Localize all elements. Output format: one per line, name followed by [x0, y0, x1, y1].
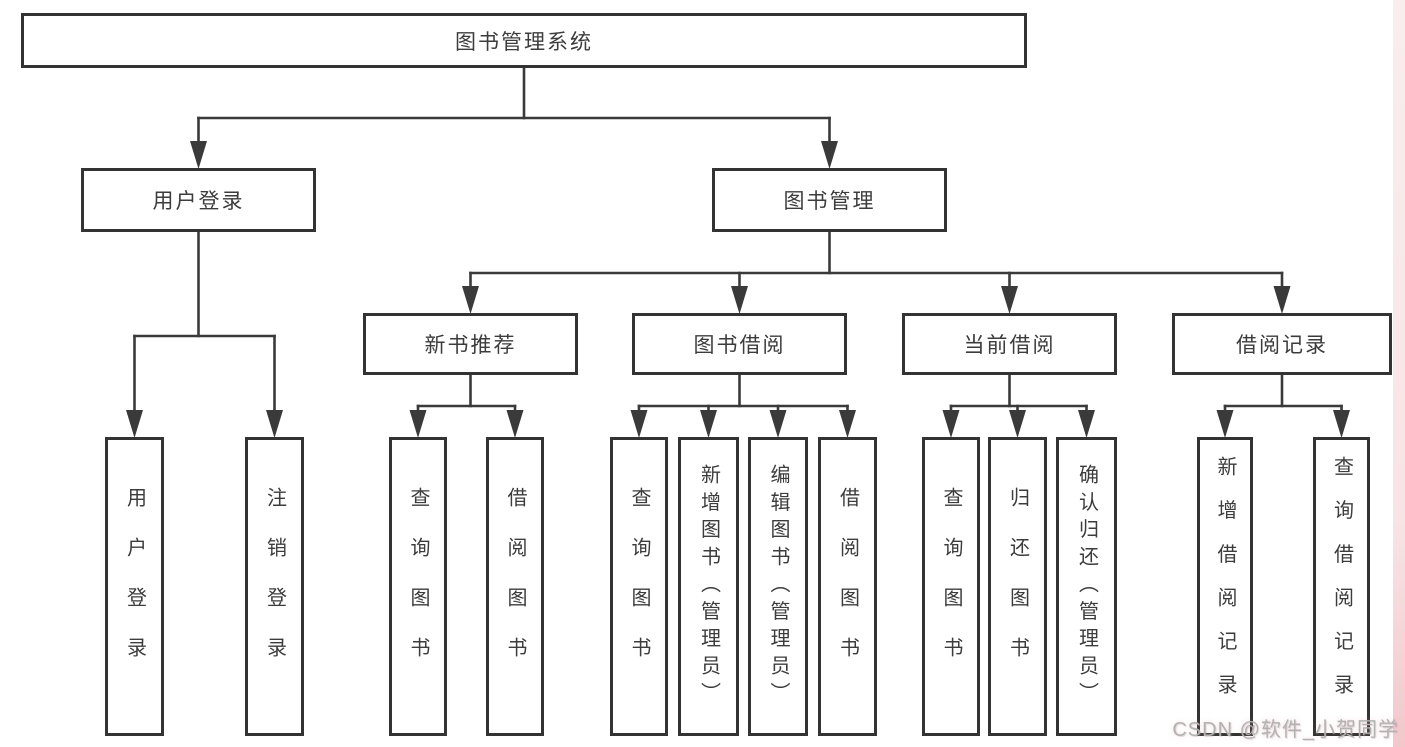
node-query-books-a: 查询图书: [389, 437, 447, 736]
node-label: 当前借阅: [963, 334, 1056, 357]
node-label: 图书借阅: [693, 334, 786, 357]
node-confirm-return-admin: 确认归还（管理员）: [1056, 437, 1117, 736]
node-label: 图书管理: [783, 190, 876, 213]
node-current-borrowing: 当前借阅: [902, 313, 1117, 375]
node-label: 查询图书: [407, 486, 429, 687]
node-user-login: 用户登录: [81, 168, 316, 232]
node-label: 注销登录: [263, 486, 286, 687]
node-label: 归还图书: [1006, 486, 1029, 687]
node-label: 编辑图书（管理员）: [767, 463, 789, 710]
watermark: CSDN @软件_小贺同学: [1172, 719, 1399, 741]
node-label: 新书推荐: [424, 334, 517, 357]
node-label: 查询图书: [628, 486, 650, 687]
node-borrow-books-b: 借阅图书: [818, 437, 877, 736]
node-label: 借阅图书: [504, 486, 526, 687]
node-return-books: 归还图书: [988, 437, 1047, 736]
node-add-books-admin: 新增图书（管理员）: [678, 437, 739, 736]
node-query-books-c: 查询图书: [922, 437, 980, 736]
node-borrowing-records: 借阅记录: [1172, 313, 1392, 375]
node-label: 新增图书（管理员）: [697, 463, 720, 710]
node-book-management: 图书管理: [712, 168, 947, 232]
node-label: 借阅图书: [836, 486, 859, 687]
node-label: 查询图书: [940, 486, 962, 687]
node-label: 确认归还（管理员）: [1075, 463, 1098, 710]
node-label: 查询借阅记录: [1330, 455, 1353, 718]
node-label: 用户登录: [123, 486, 146, 687]
node-query-books-b: 查询图书: [610, 437, 668, 736]
node-new-book-recommend: 新书推荐: [363, 313, 578, 375]
node-book-borrowing: 图书借阅: [632, 313, 847, 375]
node-add-borrow-record: 新增借阅记录: [1197, 437, 1253, 736]
node-label: 用户登录: [152, 190, 245, 213]
node-query-borrow-record: 查询借阅记录: [1313, 437, 1370, 736]
node-label: 图书管理系统: [455, 30, 593, 54]
node-edit-books-admin: 编辑图书（管理员）: [748, 437, 808, 736]
node-user-login-op: 用户登录: [105, 437, 164, 736]
node-label: 新增借阅记录: [1214, 455, 1236, 718]
node-root: 图书管理系统: [21, 13, 1027, 68]
node-logout-op: 注销登录: [245, 437, 304, 736]
node-label: 借阅记录: [1236, 334, 1328, 357]
node-borrow-books-a: 借阅图书: [486, 437, 544, 736]
